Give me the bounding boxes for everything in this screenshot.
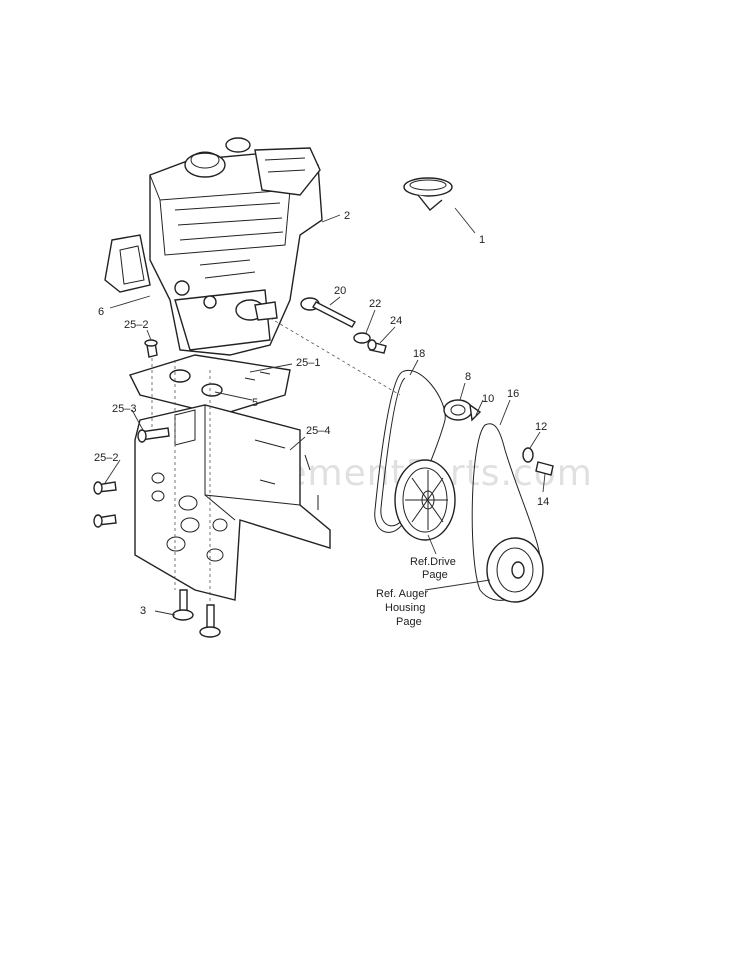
ref-drive-line2: Page	[422, 569, 448, 581]
label-part-25-1: 25–1	[296, 357, 320, 369]
label-part-6: 6	[98, 306, 104, 318]
label-part-16: 16	[507, 388, 519, 400]
label-part-25-3: 25–3	[112, 403, 136, 415]
ref-auger-line2: Housing	[385, 602, 425, 614]
engine-pulley	[443, 399, 482, 422]
ref-drive-line1: Ref.Drive	[410, 556, 456, 568]
label-part-3: 3	[140, 605, 146, 617]
label-part-8: 8	[465, 371, 471, 383]
label-part-25-2-bottom: 25–2	[94, 452, 118, 464]
drive-pulley	[394, 459, 456, 541]
label-part-25-2-top: 25–2	[124, 319, 148, 331]
pulley-hardware	[522, 447, 554, 476]
alignment-lines	[151, 317, 401, 605]
carriage-bolts	[172, 589, 221, 638]
label-part-22: 22	[369, 298, 381, 310]
label-part-10: 10	[482, 393, 494, 405]
label-part-20: 20	[334, 285, 346, 297]
label-part-12: 12	[535, 421, 547, 433]
label-part-5: 5	[252, 397, 258, 409]
label-part-25-4: 25–4	[306, 425, 330, 437]
label-part-24: 24	[390, 315, 402, 327]
label-part-14: 14	[537, 496, 549, 508]
reference-notes: Ref.Drive Page Ref. Auger Housing Page	[376, 556, 456, 628]
frame-bolts	[93, 339, 170, 528]
leader-lines	[104, 207, 546, 616]
ref-auger-line1: Ref. Auger	[376, 588, 428, 600]
engine	[104, 137, 323, 356]
part-labels: 1 2 6 20 22 24 25–1 25–2 5 25–3 25–2 25–…	[94, 210, 549, 617]
label-part-2: 2	[344, 210, 350, 222]
frame-housing	[134, 404, 331, 601]
auger-pulley	[486, 537, 544, 603]
label-part-18: 18	[413, 348, 425, 360]
belt-finger	[403, 177, 453, 211]
ref-auger-line3: Page	[396, 616, 422, 628]
bolt-washer-set	[300, 297, 387, 354]
label-part-1: 1	[479, 234, 485, 246]
